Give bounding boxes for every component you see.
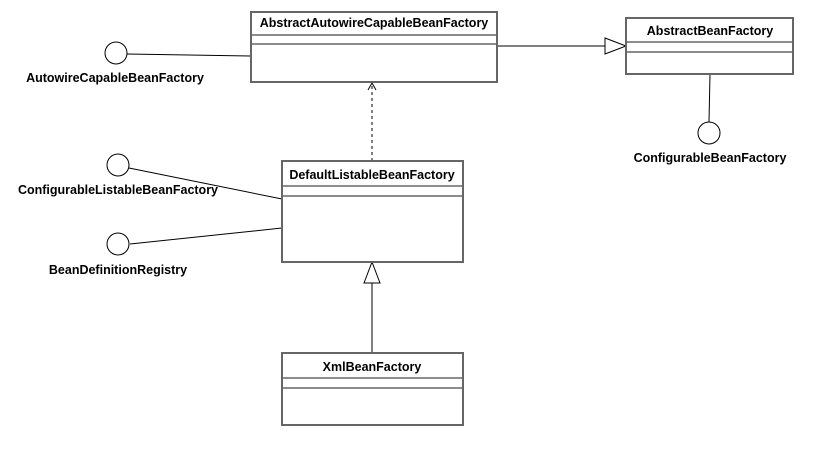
interface-name: AutowireCapableBeanFactory xyxy=(26,71,204,85)
interface-lollipop-icon xyxy=(106,232,130,256)
class-name: AbstractAutowireCapableBeanFactory xyxy=(260,16,489,30)
interface-name: BeanDefinitionRegistry xyxy=(49,263,187,277)
interface-autowire-capable-bean-factory[interactable]: AutowireCapableBeanFactory xyxy=(26,41,204,85)
bean-definition-registry-interface-link xyxy=(129,227,283,245)
interface-bean-definition-registry[interactable]: BeanDefinitionRegistry xyxy=(49,232,187,277)
generalization-arrowhead xyxy=(363,260,381,284)
class-name: AbstractBeanFactory xyxy=(647,24,773,38)
interface-configurable-bean-factory[interactable]: ConfigurableBeanFactory xyxy=(634,121,787,165)
configurable-interface-link xyxy=(708,73,711,123)
class-abstract-autowire-capable-bean-factory[interactable]: AbstractAutowireCapableBeanFactory xyxy=(250,11,498,83)
interface-lollipop-icon xyxy=(106,153,130,177)
interface-lollipop-icon xyxy=(697,121,721,145)
interface-name: ConfigurableListableBeanFactory xyxy=(18,183,218,197)
configurable-listable-interface-link xyxy=(128,167,283,200)
class-name: XmlBeanFactory xyxy=(323,360,422,374)
class-xml-bean-factory[interactable]: XmlBeanFactory xyxy=(281,352,464,426)
autowire-capable-interface-link xyxy=(126,53,251,57)
generalization-arrowhead xyxy=(604,37,628,55)
class-default-listable-bean-factory[interactable]: DefaultListableBeanFactory xyxy=(281,160,464,263)
class-name: DefaultListableBeanFactory xyxy=(289,168,454,182)
class-abstract-bean-factory[interactable]: AbstractBeanFactory xyxy=(625,17,794,75)
interface-configurable-listable-bean-factory[interactable]: ConfigurableListableBeanFactory xyxy=(18,153,218,197)
interface-name: ConfigurableBeanFactory xyxy=(634,151,787,165)
interface-lollipop-icon xyxy=(104,41,128,65)
